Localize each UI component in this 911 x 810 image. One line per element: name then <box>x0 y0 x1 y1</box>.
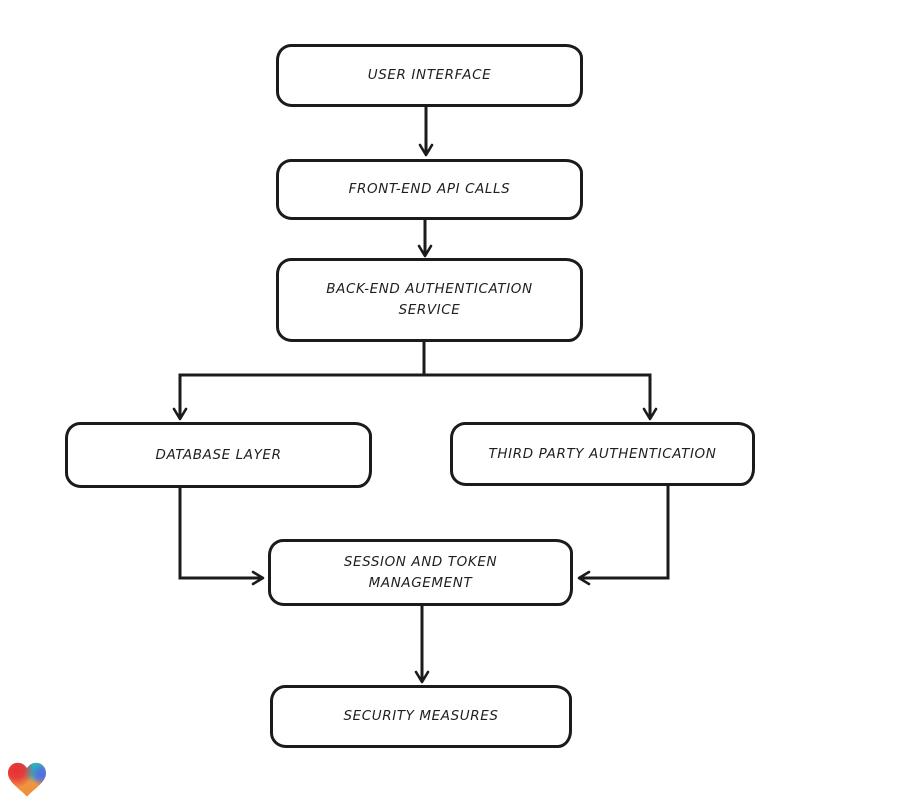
node-label: DATABASE LAYER <box>155 446 282 463</box>
edge-back-end-to-third-party <box>424 373 658 421</box>
node-third-party-authentication[interactable]: THIRD PARTY AUTHENTICATION <box>450 422 755 486</box>
node-back-end-authentication-service[interactable]: BACK-END AUTHENTICATION SERVICE <box>276 258 583 342</box>
node-label: FRONT-END API CALLS <box>348 181 511 198</box>
node-label: SERVICE <box>398 302 461 318</box>
node-session-and-token-management[interactable]: SESSION AND TOKEN MANAGEMENT <box>268 539 573 606</box>
node-front-end-api-calls[interactable]: FRONT-END API CALLS <box>276 159 583 220</box>
node-label: THIRD PARTY AUTHENTICATION <box>488 445 717 462</box>
node-security-measures[interactable]: SECURITY MEASURES <box>270 685 572 748</box>
node-label: USER INTERFACE <box>367 67 492 84</box>
node-label: MANAGEMENT <box>368 574 473 591</box>
edge-third-party-to-session <box>577 485 670 586</box>
node-label: BACK-END AUTHENTICATION <box>326 281 533 298</box>
edge-back-end-to-database-layer <box>172 342 426 421</box>
node-label: SECURITY MEASURES <box>343 708 499 725</box>
edge-database-to-session <box>178 487 265 586</box>
gradient-heart-logo-icon <box>8 762 46 797</box>
node-user-interface[interactable]: USER INTERFACE <box>276 44 583 107</box>
node-database-layer[interactable]: DATABASE LAYER <box>65 422 372 488</box>
node-label: SESSION AND TOKEN <box>343 553 498 570</box>
